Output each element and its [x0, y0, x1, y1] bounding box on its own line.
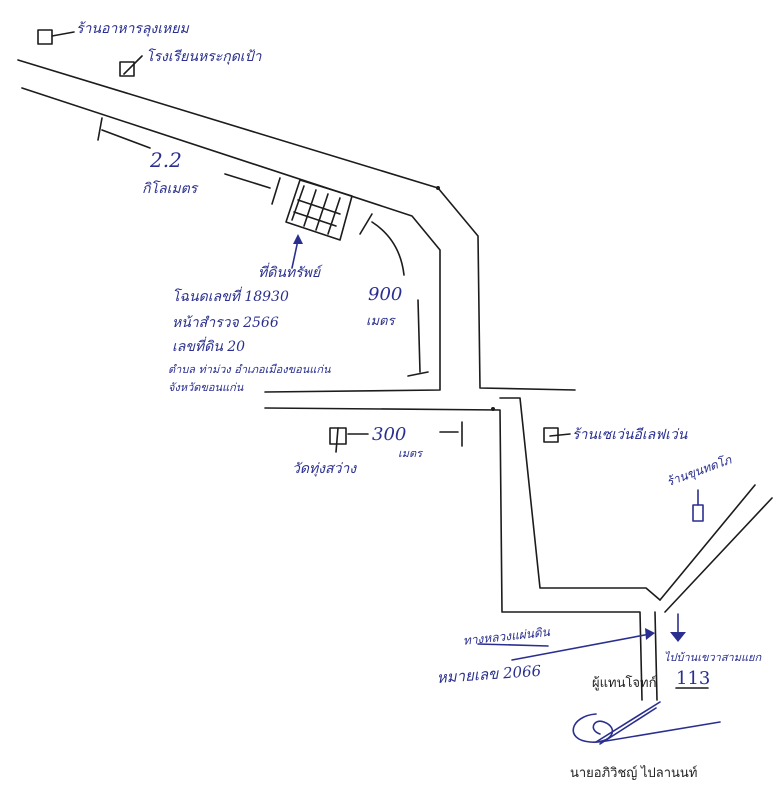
survey-page: หน้าสำรวจ 2566	[172, 315, 279, 331]
signature-scribble[interactable]	[572, 701, 721, 745]
signature-role: ผู้แทนโจทก์	[592, 675, 657, 690]
destination-arrow	[670, 613, 686, 642]
distance-300-unit: เมตร	[398, 447, 423, 460]
destination-label: ไปบ้านเขวาสามแยก	[664, 651, 762, 664]
flag-landmark-icon	[543, 427, 571, 443]
highway-arrow	[477, 628, 655, 661]
landmark-label-school: โรงเรียนหระกุดเป้า	[146, 49, 262, 65]
distance-22-unit: กิโลเมตร	[142, 181, 198, 197]
signature-name: นายอภิวิชญ์ ไปลานนท์	[570, 765, 698, 780]
property-parcel[interactable]	[271, 177, 373, 241]
route-number: 113	[676, 668, 711, 689]
square-landmark-icon	[692, 504, 704, 522]
property-label[interactable]: ที่ดินทรัพย์	[258, 265, 321, 281]
distance-300-marker	[347, 421, 463, 447]
landmark-label-temple: วัดทุ่งสว่าง	[292, 461, 357, 477]
flag-landmark-icon	[329, 427, 347, 453]
distance-22-marker	[97, 117, 271, 189]
square-landmark-icon	[119, 61, 135, 77]
square-landmark-icon	[37, 29, 53, 45]
distance-300-value: 300	[372, 424, 407, 445]
province-line: จังหวัดขอนแก่น	[168, 381, 244, 394]
lower-road	[264, 397, 773, 701]
distance-900-value: 900	[368, 284, 403, 305]
landmark-label-restaurant: ร้านอาหารลุงเหยม	[76, 21, 189, 37]
landmark-label-shop: ร้านเซเว่นอีเลฟเว่น	[572, 427, 688, 443]
title-deed: โฉนดเลขที่ 18930	[172, 289, 289, 305]
distance-900-unit: เมตร	[366, 314, 395, 329]
distance-22-value: 2.2	[150, 148, 182, 172]
property-arrow	[291, 234, 303, 269]
main-road	[17, 59, 576, 393]
distance-900-marker	[371, 221, 429, 377]
subdistrict-line: ตำบล ท่าม่วง อำเภอเมืองขอนแก่น	[168, 363, 331, 376]
land-number: เลขที่ดิน 20	[172, 339, 246, 355]
